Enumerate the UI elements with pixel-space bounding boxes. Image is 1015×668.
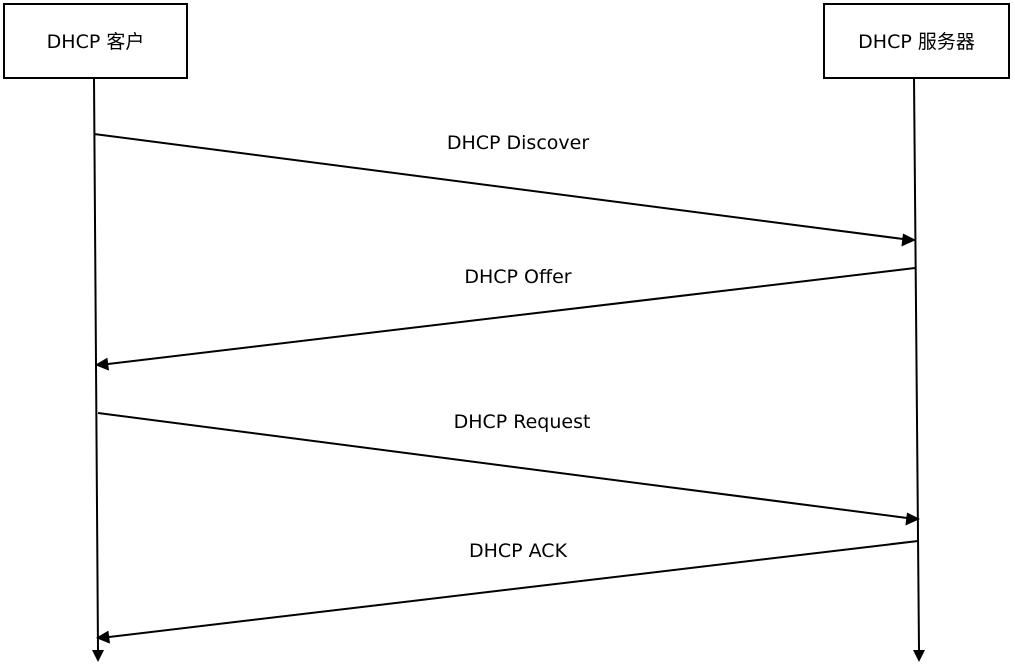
actor-client-box [3, 3, 188, 79]
actor-server-label: DHCP 服务器 [858, 31, 975, 53]
message-request: DHCP Request [97, 411, 920, 526]
actor-client-label: DHCP 客户 [47, 31, 145, 53]
lifeline-server-line [913, 77, 920, 651]
message-discover-line [93, 133, 904, 240]
message-request-label: DHCP Request [454, 411, 591, 433]
message-discover-label: DHCP Discover [447, 132, 589, 154]
lifeline-server-arrowhead [913, 650, 925, 662]
message-discover-arrowhead [901, 233, 916, 247]
message-ack-arrowhead [96, 630, 110, 644]
actor-server-box [823, 3, 1010, 79]
message-offer-arrowhead [95, 357, 109, 371]
actor-client: DHCP 客户 [3, 3, 188, 79]
lifeline-client-arrowhead [92, 650, 104, 662]
message-request-arrowhead [905, 512, 920, 526]
message-offer-label: DHCP Offer [464, 266, 571, 288]
lifeline-client-line [93, 77, 99, 651]
lifeline-client [92, 77, 104, 662]
message-offer-line [107, 267, 916, 365]
actor-server: DHCP 服务器 [823, 3, 1010, 79]
message-ack-line [108, 540, 919, 638]
lifeline-server [913, 77, 925, 662]
message-ack-label: DHCP ACK [469, 540, 568, 562]
message-discover: DHCP Discover [93, 132, 916, 247]
message-offer: DHCP Offer [95, 266, 916, 371]
message-request-line [97, 412, 908, 519]
message-ack: DHCP ACK [96, 540, 919, 644]
